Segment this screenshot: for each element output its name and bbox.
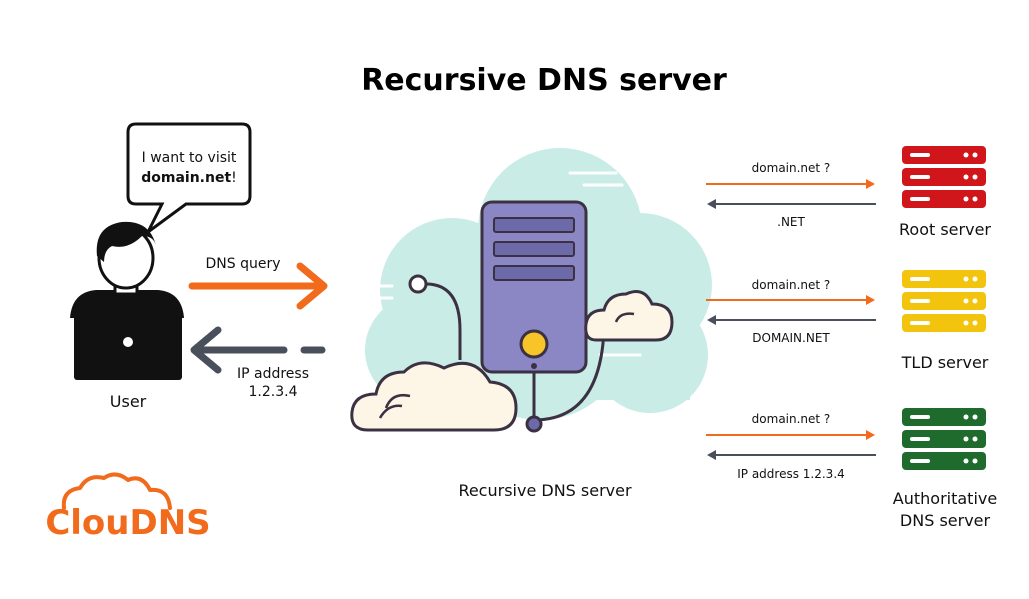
page-title: Recursive DNS server — [361, 63, 727, 98]
laptop-icon — [74, 306, 182, 380]
center-label: Recursive DNS server — [458, 481, 632, 500]
cloud-icon-right — [584, 290, 674, 342]
decorative-dashes — [342, 171, 642, 357]
server-rack-icon-tld — [902, 270, 986, 332]
flow-tld — [706, 295, 876, 325]
bubble-suffix: ! — [231, 170, 237, 186]
root-server-label: Root server — [899, 220, 991, 239]
auth-server-label-2: DNS server — [900, 511, 991, 530]
tld-server-label: TLD server — [901, 353, 989, 372]
ip-response-label-1: IP address — [237, 366, 309, 382]
server-cables — [408, 274, 606, 433]
server-tower-icon — [480, 200, 588, 374]
auth-response-label: IP address 1.2.3.4 — [737, 467, 845, 481]
root-response-label: .NET — [777, 215, 805, 229]
bubble-domain: domain.net — [141, 170, 231, 186]
auth-server-label-1: Authoritative — [893, 489, 997, 508]
server-rack-icon-root — [902, 146, 986, 208]
speech-bubble-icon — [126, 122, 252, 234]
bubble-domain-line: domain.net! — [141, 170, 237, 186]
flow-authoritative — [706, 430, 876, 460]
user-label: User — [110, 392, 147, 411]
cloud-icon-left — [350, 361, 518, 432]
bubble-text: I want to visit — [142, 150, 237, 166]
root-query-label: domain.net ? — [752, 161, 831, 175]
dns-query-arrow — [188, 262, 328, 310]
dns-query-label: DNS query — [205, 256, 280, 272]
tld-response-label: DOMAIN.NET — [752, 331, 830, 345]
tld-query-label: domain.net ? — [752, 278, 831, 292]
ip-response-label-2: 1.2.3.4 — [249, 384, 298, 400]
ip-response-arrow — [190, 326, 326, 374]
user-icon — [70, 221, 184, 318]
cloudns-logo-text: ClouDNS — [45, 503, 210, 543]
flow-root — [706, 179, 876, 209]
server-rack-icon-authoritative — [902, 408, 986, 470]
cloudns-logo-icon — [61, 472, 172, 510]
auth-query-label: domain.net ? — [752, 412, 831, 426]
